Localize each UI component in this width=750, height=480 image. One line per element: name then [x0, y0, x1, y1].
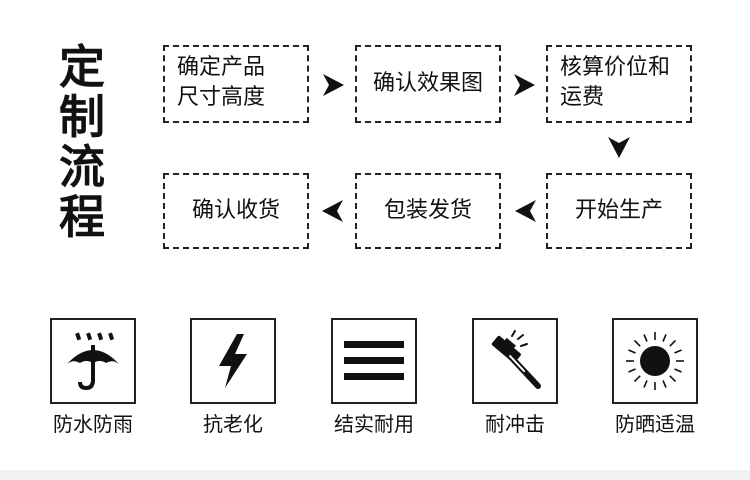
title-char: 定 — [59, 40, 105, 94]
feature-durable: 结实耐用 — [331, 318, 417, 436]
feature-anti-aging: 抗老化 — [190, 318, 276, 436]
flow-step-line: 确定产品 — [177, 55, 266, 80]
title-char: 制 — [59, 90, 105, 144]
arrow-left-icon — [515, 200, 536, 222]
umbrella-rain-icon — [67, 332, 119, 391]
arrow-down-icon — [608, 137, 630, 158]
page-title: 定 制 流 程 — [52, 42, 112, 242]
feature-label: 防水防雨 — [53, 412, 133, 436]
flow-step-line: 核算价位和 — [560, 55, 671, 80]
feature-impact-resistant: 耐冲击 — [472, 318, 558, 436]
sun-icon — [626, 332, 684, 390]
feature-sun-protection: 防晒适温 — [612, 318, 698, 436]
flow-step-confirm-render: 确认效果图 — [355, 45, 501, 123]
flow-step-confirm-size: 确定产品 尺寸高度 — [163, 45, 309, 123]
feature-label: 结实耐用 — [334, 412, 414, 436]
flow-step-line: 开始生产 — [574, 198, 663, 223]
hammer-icon — [491, 330, 541, 389]
arrow-right-icon — [514, 74, 535, 96]
arrow-right-icon — [323, 74, 344, 96]
feature-label: 防晒适温 — [615, 412, 695, 436]
arrow-left-icon — [322, 200, 343, 222]
flow-step-line: 尺寸高度 — [177, 85, 266, 110]
flow-step-line: 运费 — [560, 85, 605, 110]
flow-step-line: 确认收货 — [191, 198, 280, 223]
title-char: 程 — [59, 190, 105, 244]
flow-step-line: 包装发货 — [383, 198, 472, 223]
lightning-icon — [219, 334, 247, 388]
flow-step-pack-ship: 包装发货 — [355, 173, 501, 249]
title-char: 流 — [59, 140, 105, 194]
bottom-divider — [0, 470, 750, 480]
flow-step-line: 确认效果图 — [372, 71, 483, 96]
feature-label: 耐冲击 — [485, 412, 545, 436]
three-bars-icon — [344, 341, 404, 380]
flow-step-start-production: 开始生产 — [546, 173, 692, 249]
flow-step-confirm-receipt: 确认收货 — [163, 173, 309, 249]
feature-waterproof: 防水防雨 — [50, 318, 136, 436]
feature-label: 抗老化 — [203, 412, 263, 436]
flow-step-quote-price: 核算价位和 运费 — [546, 45, 692, 123]
